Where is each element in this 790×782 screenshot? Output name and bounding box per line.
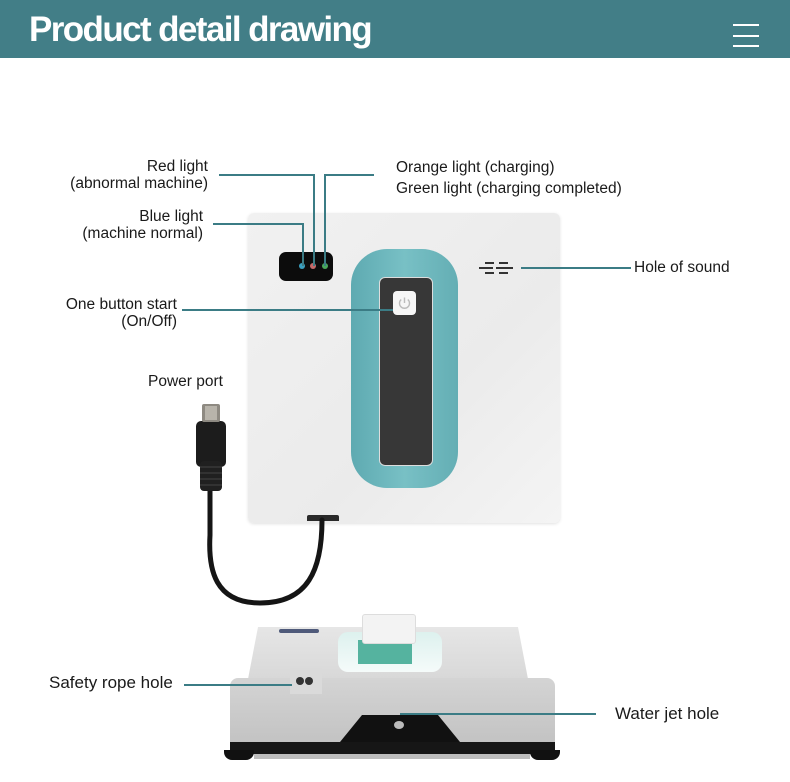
water-jet-hole [340, 715, 460, 742]
sound-hole-icon [479, 262, 515, 276]
page-header: Product detail drawing [0, 0, 790, 58]
red-led-icon [310, 263, 316, 269]
water-jet-hole-label: Water jet hole [615, 704, 720, 723]
green-led-icon [322, 263, 328, 269]
blue-light-label: Blue light (machine normal) [82, 208, 203, 242]
safety-rope-hole [290, 668, 322, 694]
sound-hole-label: Hole of sound [634, 259, 730, 276]
safety-rope-hole-label: Safety rope hole [49, 673, 173, 692]
blue-led-icon [299, 263, 305, 269]
power-button-label: One button start (On/Off) [65, 296, 177, 330]
product-front-view [220, 612, 565, 760]
red-light-label: Red light (abnormal machine) [70, 158, 208, 192]
hamburger-menu-icon[interactable] [729, 20, 763, 52]
power-icon [398, 297, 411, 309]
product-top-view [248, 213, 560, 523]
green-light-label: Green light (charging completed) [396, 180, 622, 197]
page-title: Product detail drawing [29, 10, 373, 49]
orange-light-label: Orange light (charging) [396, 159, 555, 176]
power-port-label: Power port [148, 373, 223, 390]
power-cable [196, 404, 325, 606]
power-button[interactable] [393, 291, 416, 315]
